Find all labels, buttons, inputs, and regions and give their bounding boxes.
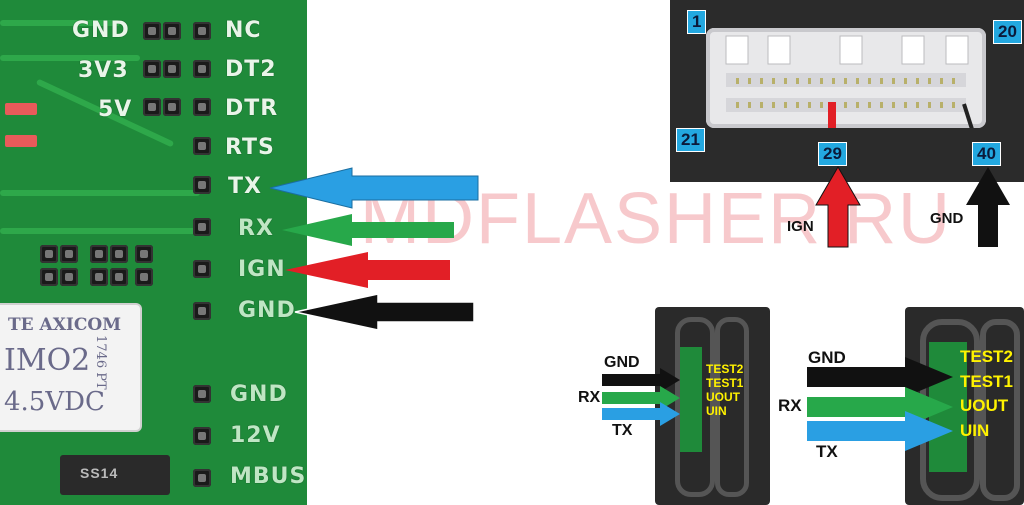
header-pin (193, 260, 211, 278)
large-test1-label: TEST1 (960, 372, 1013, 391)
header-pin (110, 245, 128, 263)
small-uout-label: UOUT (706, 390, 740, 404)
ign-arrow-icon (285, 252, 450, 288)
ign-up-arrow-icon (815, 166, 861, 248)
pcb-label-ign: IGN (238, 257, 286, 282)
small-test2-label: TEST2 (706, 362, 744, 376)
pin-number-20: 20 (993, 20, 1022, 44)
header-pin (60, 268, 78, 286)
relay-model: IMO2 (4, 343, 91, 378)
pcb-label-gnd-3: GND (230, 382, 288, 407)
pcb-label-dtr: DTR (225, 96, 279, 121)
gnd-up-arrow-icon (966, 167, 1010, 247)
header-pin (135, 268, 153, 286)
header-pin (143, 22, 161, 40)
small-rx-label: RX (578, 389, 601, 406)
led-red (5, 135, 37, 147)
gnd-arrow-icon (294, 293, 475, 331)
small-gnd-label: GND (604, 354, 640, 371)
header-pin (193, 302, 211, 320)
pcb-label-rts: RTS (225, 135, 275, 160)
small-arrows (602, 368, 680, 426)
small-test1-label: TEST1 (706, 376, 744, 390)
large-arrows (807, 357, 953, 451)
header-pin (40, 245, 58, 263)
small-tx-label: TX (612, 422, 633, 439)
connector-housing (706, 28, 986, 149)
pcb-label-gnd-2: GND (238, 298, 296, 323)
header-pin (193, 176, 211, 194)
obd-slot (980, 319, 1020, 501)
small-gnd-arrow-icon (602, 368, 680, 392)
pcb-label-rx: RX (238, 216, 274, 241)
header-pin (90, 245, 108, 263)
pcb-trace (0, 20, 120, 26)
gnd-label: GND (930, 210, 964, 227)
connector-arrows (815, 166, 1010, 248)
header-pin (193, 469, 211, 487)
obd-test-pad (680, 347, 702, 452)
header-pin (143, 98, 161, 116)
small-uin-label: UIN (706, 404, 727, 418)
large-test2-label: TEST2 (960, 347, 1013, 366)
large-tx-arrow-icon (807, 411, 953, 451)
obd-photo-small (655, 307, 770, 505)
pcb-label-12v: 12V (230, 423, 281, 448)
header-pin (135, 245, 153, 263)
led-red (5, 103, 37, 115)
large-rx-label: RX (778, 396, 802, 415)
relay-voltage: 4.5VDC (4, 387, 105, 417)
relay-brand: TE AXICOM (8, 315, 122, 335)
header-pin (193, 137, 211, 155)
header-pin (193, 22, 211, 40)
header-pin (193, 218, 211, 236)
tx-arrow-icon (269, 167, 479, 209)
pcb-label-mbus: MBUS (230, 464, 307, 489)
header-pin (163, 98, 181, 116)
rx-arrow-icon (282, 214, 454, 246)
large-uout-label: UOUT (960, 396, 1009, 415)
pcb-trace (0, 55, 140, 61)
relay-component: TE AXICOM IMO2 4.5VDC 1746 PT (0, 305, 140, 430)
header-pin (193, 60, 211, 78)
header-pin (40, 268, 58, 286)
header-pin (193, 427, 211, 445)
header-pin (163, 22, 181, 40)
header-pin (193, 98, 211, 116)
pcb-label-3v3: 3V3 (78, 58, 129, 83)
header-pin (110, 268, 128, 286)
header-pin (143, 60, 161, 78)
pcb-label-5v: 5V (98, 97, 133, 122)
pcb-label-dt2: DT2 (225, 57, 277, 82)
pcb-label-tx: TX (228, 174, 262, 199)
small-rx-arrow-icon (602, 386, 680, 410)
diode-label: SS14 (80, 465, 119, 481)
header-pin (193, 385, 211, 403)
header-pin (90, 268, 108, 286)
obd-slot (715, 317, 749, 497)
pin-number-29: 29 (818, 142, 847, 166)
pin-number-40: 40 (972, 142, 1001, 166)
pcb-board: GND 3V3 5V NC DT2 DTR RTS TX RX IGN GND … (0, 0, 307, 505)
large-uin-label: UIN (960, 421, 990, 440)
obd-slot (675, 317, 715, 497)
pcb-label-gnd: GND (72, 18, 130, 43)
pin-number-21: 21 (676, 128, 705, 152)
diode-component: SS14 (60, 455, 170, 495)
ign-label: IGN (787, 218, 814, 235)
large-gnd-label: GND (808, 348, 846, 367)
header-pin (60, 245, 78, 263)
connector-pins (725, 35, 980, 149)
pcb-label-nc: NC (225, 18, 262, 43)
pin-number-1: 1 (687, 10, 707, 34)
pcb-trace (0, 228, 210, 234)
small-tx-arrow-icon (602, 402, 680, 426)
header-pin (163, 60, 181, 78)
large-gnd-arrow-icon (807, 357, 953, 397)
pcb-trace (0, 190, 200, 196)
large-tx-label: TX (816, 442, 838, 461)
